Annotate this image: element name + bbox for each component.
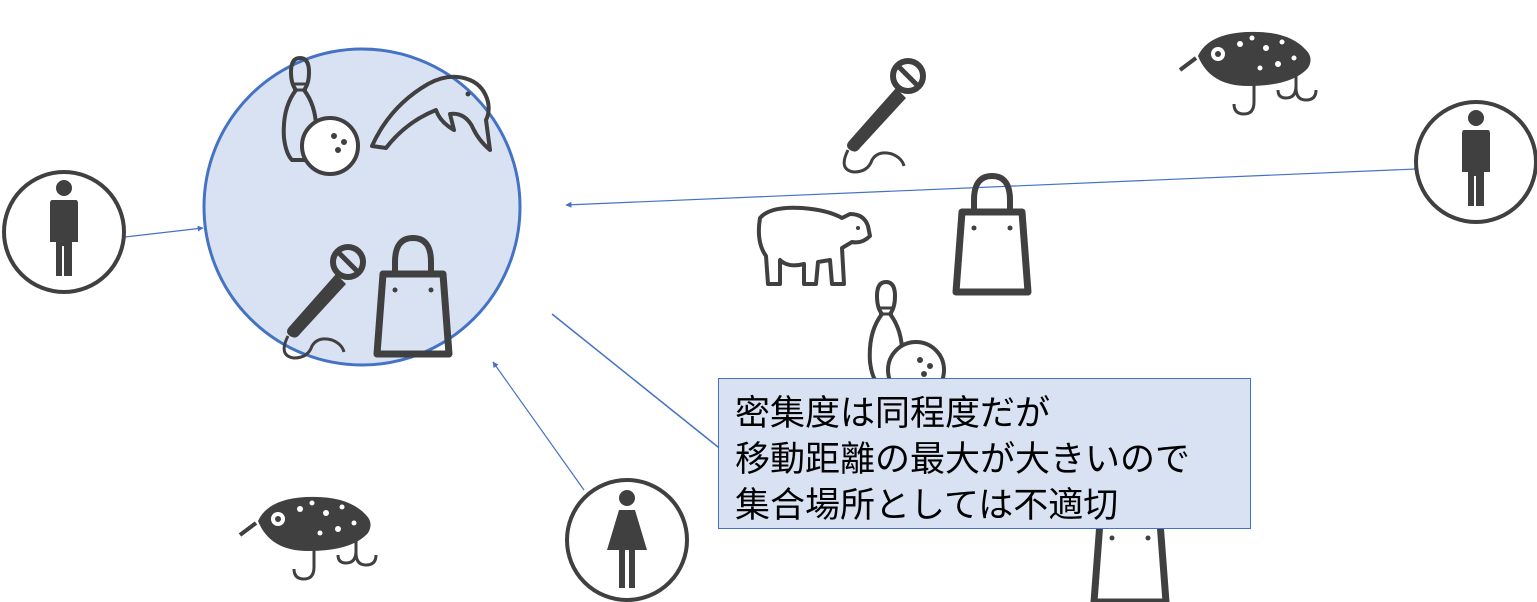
man-icon	[1414, 100, 1537, 224]
arrow-bottom-person	[492, 361, 585, 491]
fishing-lure-icon	[238, 494, 378, 581]
arrow-right-person	[565, 168, 1417, 208]
fishing-lure-icon	[1178, 29, 1318, 116]
callout-line-3: 集合場所としては不適切	[735, 486, 1119, 526]
woman-icon	[565, 478, 689, 602]
bear-icon	[756, 205, 872, 286]
microphone-icon	[844, 61, 923, 172]
man-icon	[2, 170, 126, 294]
callout-line-2: 移動距離の最大が大きいので	[735, 440, 1191, 480]
callout-pointer	[551, 313, 729, 456]
meeting-point-circle	[202, 47, 522, 367]
arrow-left-person	[124, 225, 204, 238]
callout-line-1: 密集度は同程度だが	[735, 394, 1051, 434]
shopping-bag-icon	[956, 176, 1028, 292]
callout-box: 密集度は同程度だが 移動距離の最大が大きいので 集合場所としては不適切	[718, 378, 1251, 529]
dolphin-icon	[370, 74, 492, 152]
